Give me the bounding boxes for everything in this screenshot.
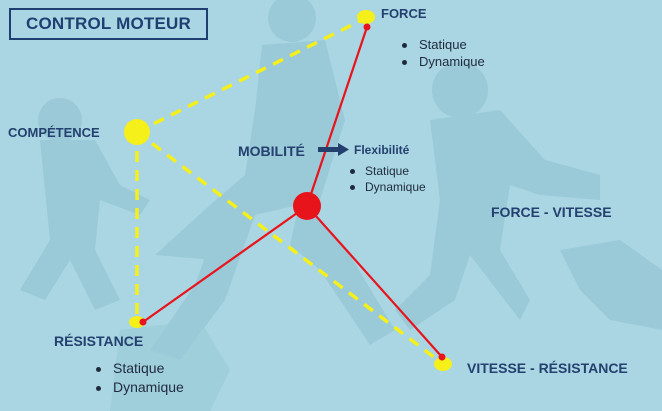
resistance-node bbox=[129, 316, 145, 328]
red-line-center-force bbox=[305, 26, 369, 207]
mobilite-label: MOBILITÉ bbox=[238, 143, 305, 159]
force-list: Statique Dynamique bbox=[399, 36, 485, 70]
competence-node bbox=[124, 119, 150, 145]
mobilite-list: Statique Dynamique bbox=[347, 163, 426, 195]
force-node bbox=[357, 10, 375, 24]
dashed-line-competence-force bbox=[136, 16, 367, 134]
competence-label: COMPÉTENCE bbox=[8, 125, 100, 140]
resistance-list-item: Statique bbox=[93, 359, 184, 378]
dashed-line-competence-vitesse-resistance bbox=[135, 130, 445, 366]
resistance-list: Statique Dynamique bbox=[93, 359, 184, 397]
mobilite-list-item: Statique bbox=[347, 163, 426, 179]
red-line-center-resistance bbox=[142, 205, 308, 323]
vitesse-resistance-node bbox=[434, 357, 452, 371]
force-label: FORCE bbox=[381, 6, 427, 21]
force-list-item: Statique bbox=[399, 36, 485, 53]
mobilite-list-item: Dynamique bbox=[347, 179, 426, 195]
force-node-dot bbox=[363, 23, 371, 31]
vitesse-resistance-label: VITESSE - RÉSISTANCE bbox=[467, 360, 628, 376]
flexibilite-label: Flexibilité bbox=[354, 143, 410, 157]
vitesse-resistance-node-dot bbox=[438, 353, 446, 361]
red-line-center-vitesse-resistance bbox=[306, 205, 443, 358]
resistance-label: RÉSISTANCE bbox=[54, 333, 144, 349]
force-vitesse-label: FORCE - VITESSE bbox=[491, 204, 612, 220]
page-title: CONTROL MOTEUR bbox=[9, 8, 208, 40]
arrow-right-icon bbox=[318, 143, 349, 156]
force-list-item: Dynamique bbox=[399, 53, 485, 70]
resistance-list-item: Dynamique bbox=[93, 378, 184, 397]
resistance-node-dot bbox=[139, 318, 147, 326]
center-node bbox=[293, 192, 321, 220]
